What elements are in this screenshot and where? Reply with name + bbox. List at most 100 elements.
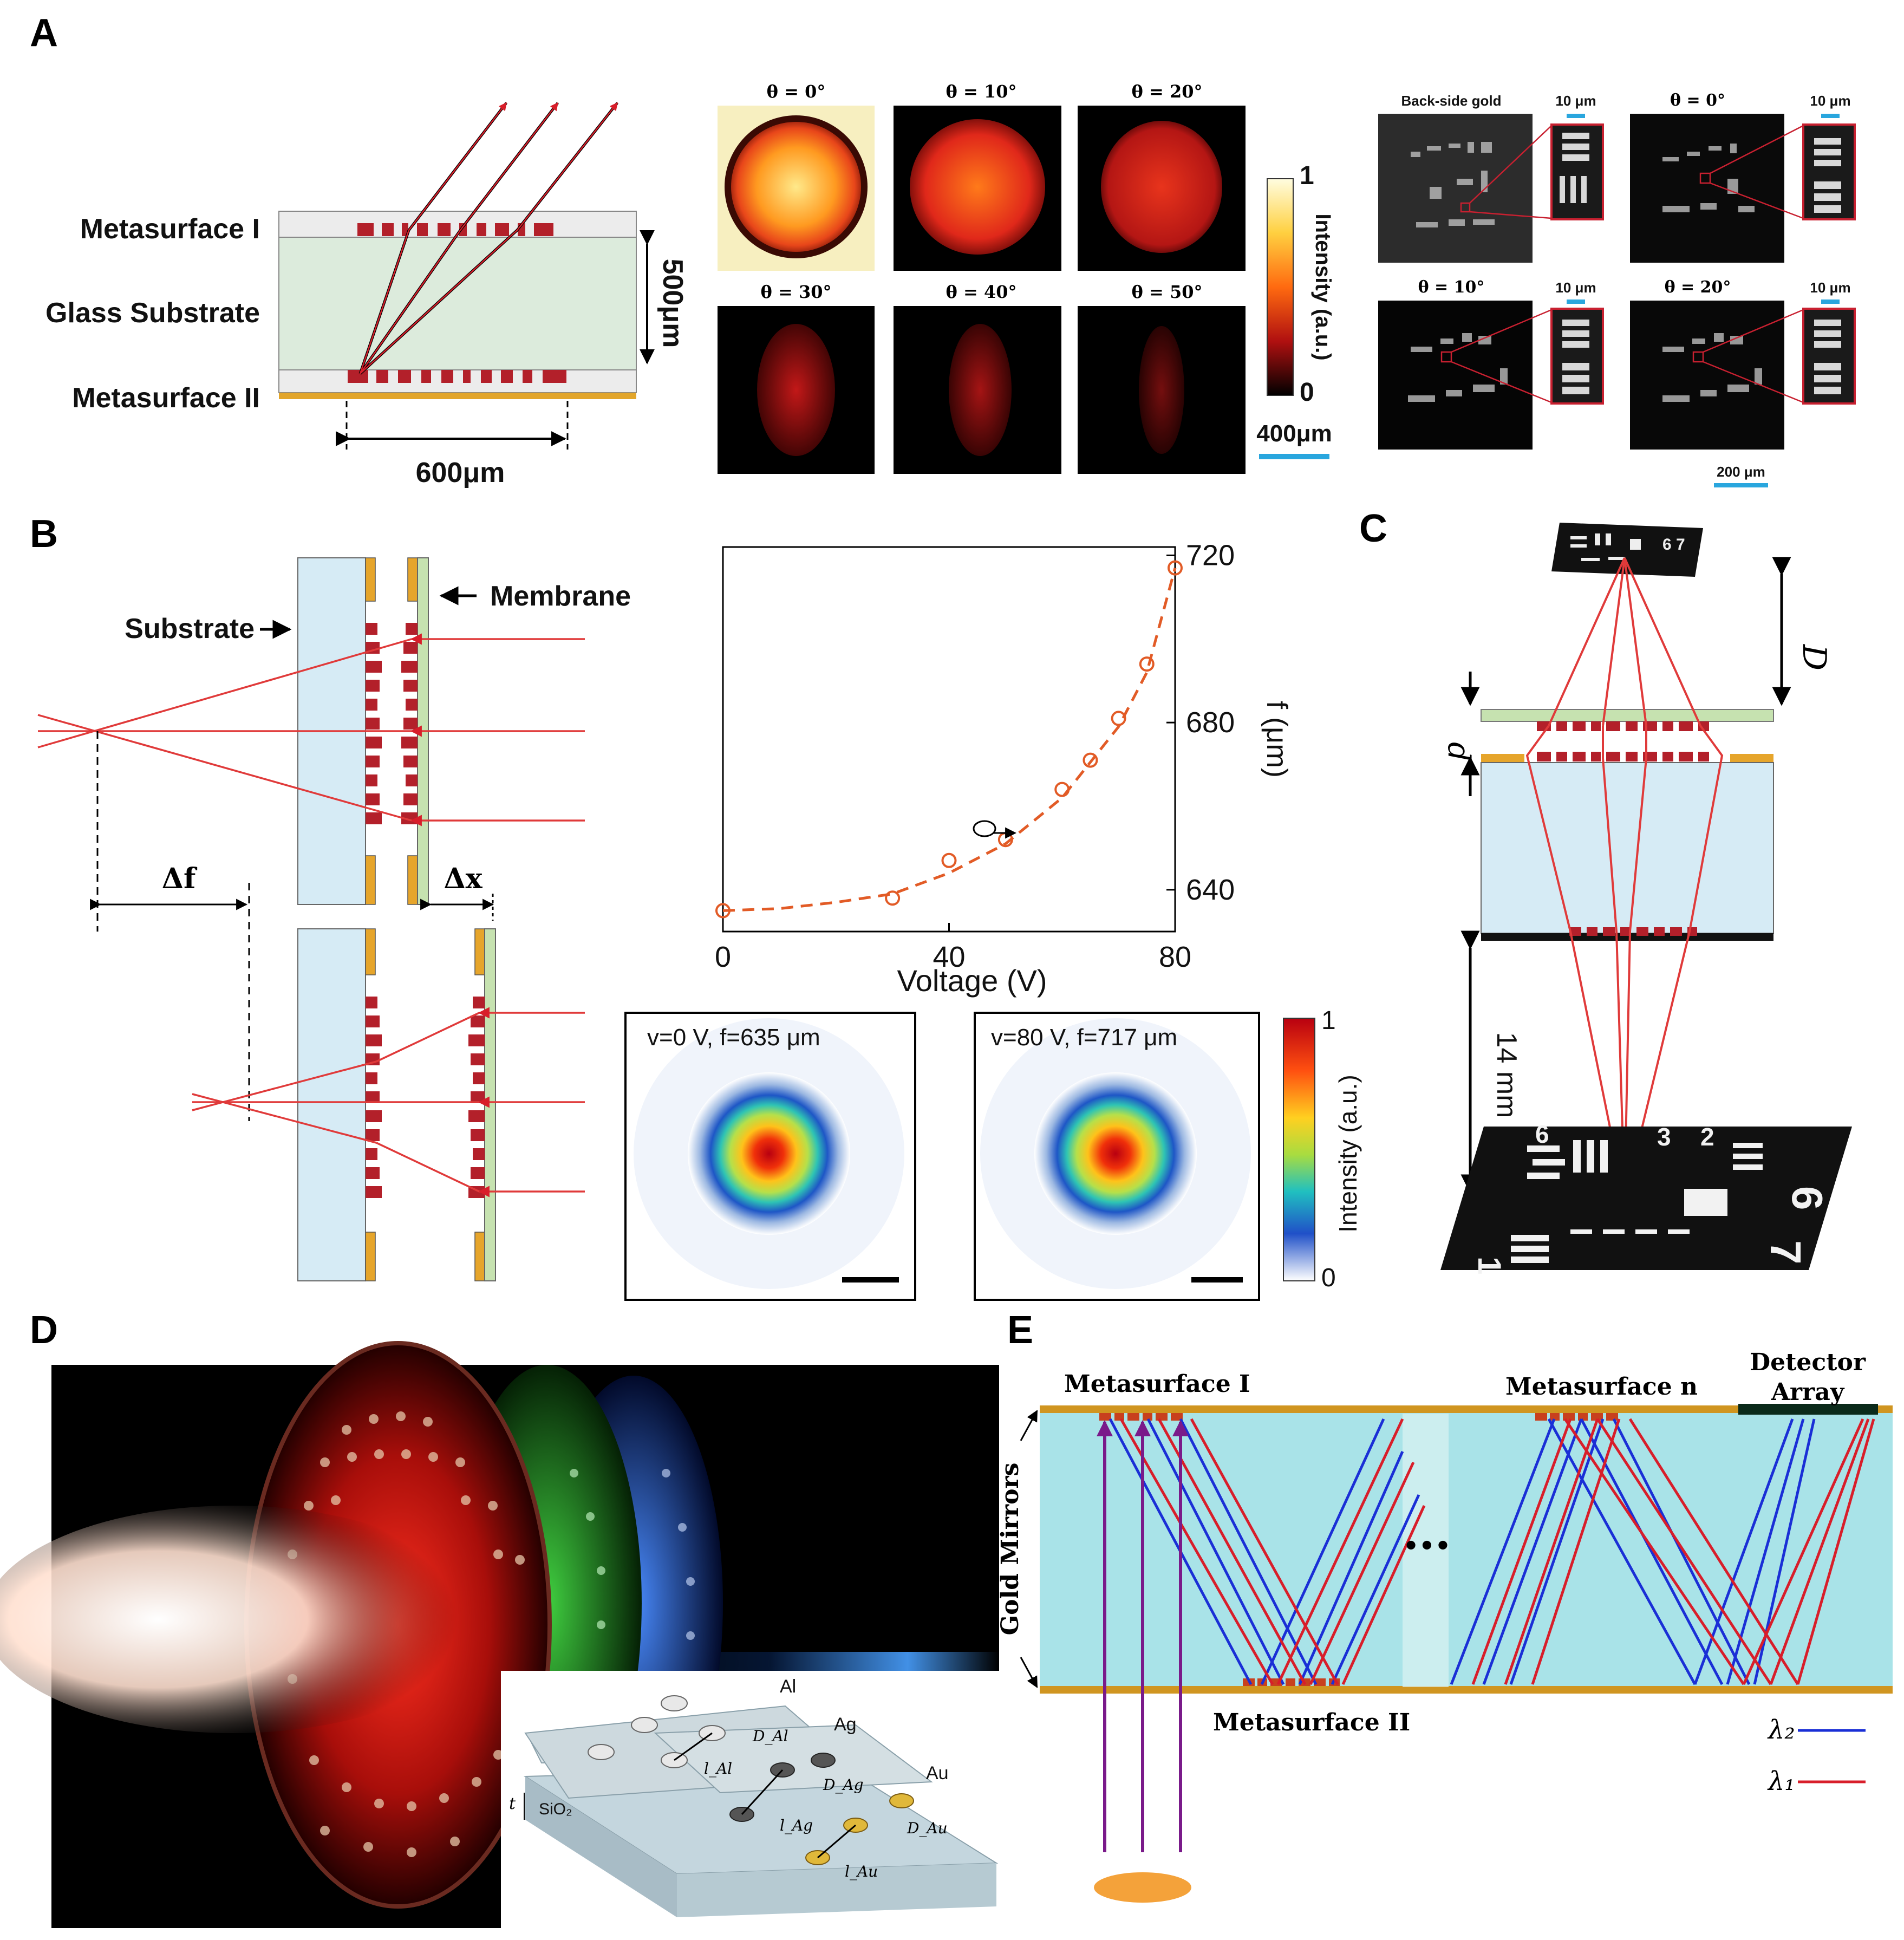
colorbar-b [1283, 1018, 1315, 1281]
focal-spot-images: v=0 V, f=635 μm v=80 V, f=717 μm 1 0 Int… [624, 1006, 1362, 1301]
micro-image [1630, 114, 1784, 263]
membrane-label: Membrane [490, 581, 631, 612]
micro-scale-bar [1714, 483, 1768, 487]
label-glass-substrate: Glass Substrate [45, 297, 260, 329]
panel-a: A [30, 11, 1856, 489]
blue-rays [1109, 1418, 1816, 1685]
param-label: D_Au [907, 1819, 948, 1837]
distance-14mm: 14 mm [1491, 1032, 1522, 1118]
angle-label: θ = 0° [767, 81, 826, 102]
x-tick-label: 0 [715, 941, 731, 973]
panel-d: D Al Ag Au SiO₂ t [0, 1308, 999, 1928]
zoom-insets [1440, 123, 1856, 405]
panel-label-b: B [30, 512, 58, 556]
oxide-label: SiO₂ [539, 1800, 572, 1818]
tunable-lens-diagram: Substrate Membrane Δf Δx [37, 557, 631, 1281]
panel-label-a: A [30, 11, 58, 55]
panel-label-e: E [1007, 1308, 1033, 1352]
svg-text:1: 1 [1471, 1257, 1508, 1274]
angle-label: θ = 20° [1132, 81, 1203, 102]
fit-curve [722, 567, 1177, 912]
zoom-scale-label: 10 μm [1555, 93, 1596, 109]
width-label: 600μm [416, 457, 505, 489]
svg-text:3: 3 [1657, 1123, 1671, 1151]
param-label: D_Ag [823, 1776, 864, 1794]
data-point [715, 903, 731, 919]
micro-label: Back-side gold [1401, 93, 1502, 109]
micro-label: θ = 0° [1670, 91, 1725, 110]
param-label: l_Al [704, 1760, 732, 1778]
data-point [1139, 656, 1155, 672]
colorbar-max: 1 [1321, 1006, 1336, 1035]
thickness-label: 500μm [657, 259, 688, 348]
ellipsis: ••• [1403, 1531, 1451, 1560]
param-label: l_Au [845, 1863, 878, 1880]
colorbar-min: 0 [1300, 378, 1314, 407]
scale-bar [1259, 454, 1329, 459]
y-tick-label: 680 [1186, 706, 1235, 739]
ray-bundle [358, 102, 618, 375]
y-axis-label: f (μm) [1261, 701, 1293, 778]
thickness-t: t [509, 1794, 516, 1813]
detector-label-1: Detector [1750, 1349, 1866, 1376]
legend-label-blue: λ₂ [1767, 1715, 1795, 1745]
zoom-scale-label: 10 μm [1810, 93, 1850, 109]
ms2-label: Metasurface II [1213, 1709, 1410, 1736]
metal-label: Ag [834, 1714, 857, 1735]
nanostructure-dots [288, 1411, 525, 1857]
svg-text:6: 6 [1783, 1186, 1831, 1210]
source [1094, 1872, 1191, 1903]
label-metasurface-2: Metasurface II [72, 382, 260, 414]
svg-text:7: 7 [1762, 1240, 1810, 1265]
red-rays [1119, 1418, 1875, 1685]
distance-D: D [1795, 644, 1833, 670]
metasurface-2-pillars [348, 370, 566, 383]
legend: λ₂ λ₁ [1767, 1715, 1866, 1796]
x-tick-label: 80 [1159, 941, 1191, 973]
micro-scale-label: 200 μm [1717, 464, 1765, 480]
zoom-scale-label: 10 μm [1810, 279, 1850, 296]
panel-e: E ••• [996, 1308, 1893, 1903]
delta-x-label: Δx [444, 862, 482, 895]
colorbar-label: Intensity (a.u.) [1311, 213, 1335, 360]
scale-bar [1191, 1277, 1243, 1283]
mirrors-label: Gold Mirrors [996, 1463, 1024, 1636]
micro-image [1378, 301, 1533, 450]
y-tick-label: 720 [1186, 539, 1235, 571]
colorbar-label: Intensity (a.u.) [1334, 1075, 1362, 1232]
micro-label: θ = 10° [1418, 278, 1485, 297]
svg-text:6 7: 6 7 [1662, 536, 1685, 554]
label-metasurface-1: Metasurface I [80, 213, 260, 245]
data-point [1111, 711, 1126, 726]
axis-indicator [973, 820, 996, 837]
object-target: 6 7 [1551, 523, 1703, 577]
zoom-scale-label: 10 μm [1555, 279, 1596, 296]
panel-label-d: D [30, 1308, 58, 1352]
scale-bar [842, 1277, 899, 1283]
data-point [885, 890, 901, 906]
angle-label: θ = 30° [761, 282, 832, 302]
ms1-label: Metasurface I [1064, 1370, 1250, 1398]
unit-cell-inset: Al Ag Au SiO₂ t D_Al l_Al D_Ag l_Ag D_Au… [501, 1671, 999, 1928]
metasurface-diagram: Metasurface I Glass Substrate Metasurfac… [45, 102, 688, 489]
svg-text:2: 2 [1700, 1123, 1714, 1151]
y-tick-label: 640 [1186, 874, 1235, 906]
msn-label: Metasurface n [1505, 1373, 1698, 1401]
microscopy-grid: Back-side gold θ = 0° θ = 10° θ = 20° 10… [1378, 91, 1856, 487]
spot-label: v=0 V, f=635 μm [647, 1024, 820, 1051]
delta-f-label: Δf [162, 862, 198, 895]
distance-d: d [1441, 742, 1476, 761]
bottom-mirror [1040, 1686, 1893, 1694]
substrate-label: Substrate [125, 613, 255, 645]
top-mirror [1040, 1405, 1893, 1413]
data-point [941, 852, 957, 868]
skip-region [1403, 1414, 1449, 1687]
input-rays [1097, 1420, 1189, 1874]
panel-b: B Substrate Membrane [30, 512, 1362, 1301]
panel-label-c: C [1359, 507, 1387, 550]
metal-label: Au [926, 1763, 949, 1783]
scale-label: 400μm [1256, 420, 1332, 447]
